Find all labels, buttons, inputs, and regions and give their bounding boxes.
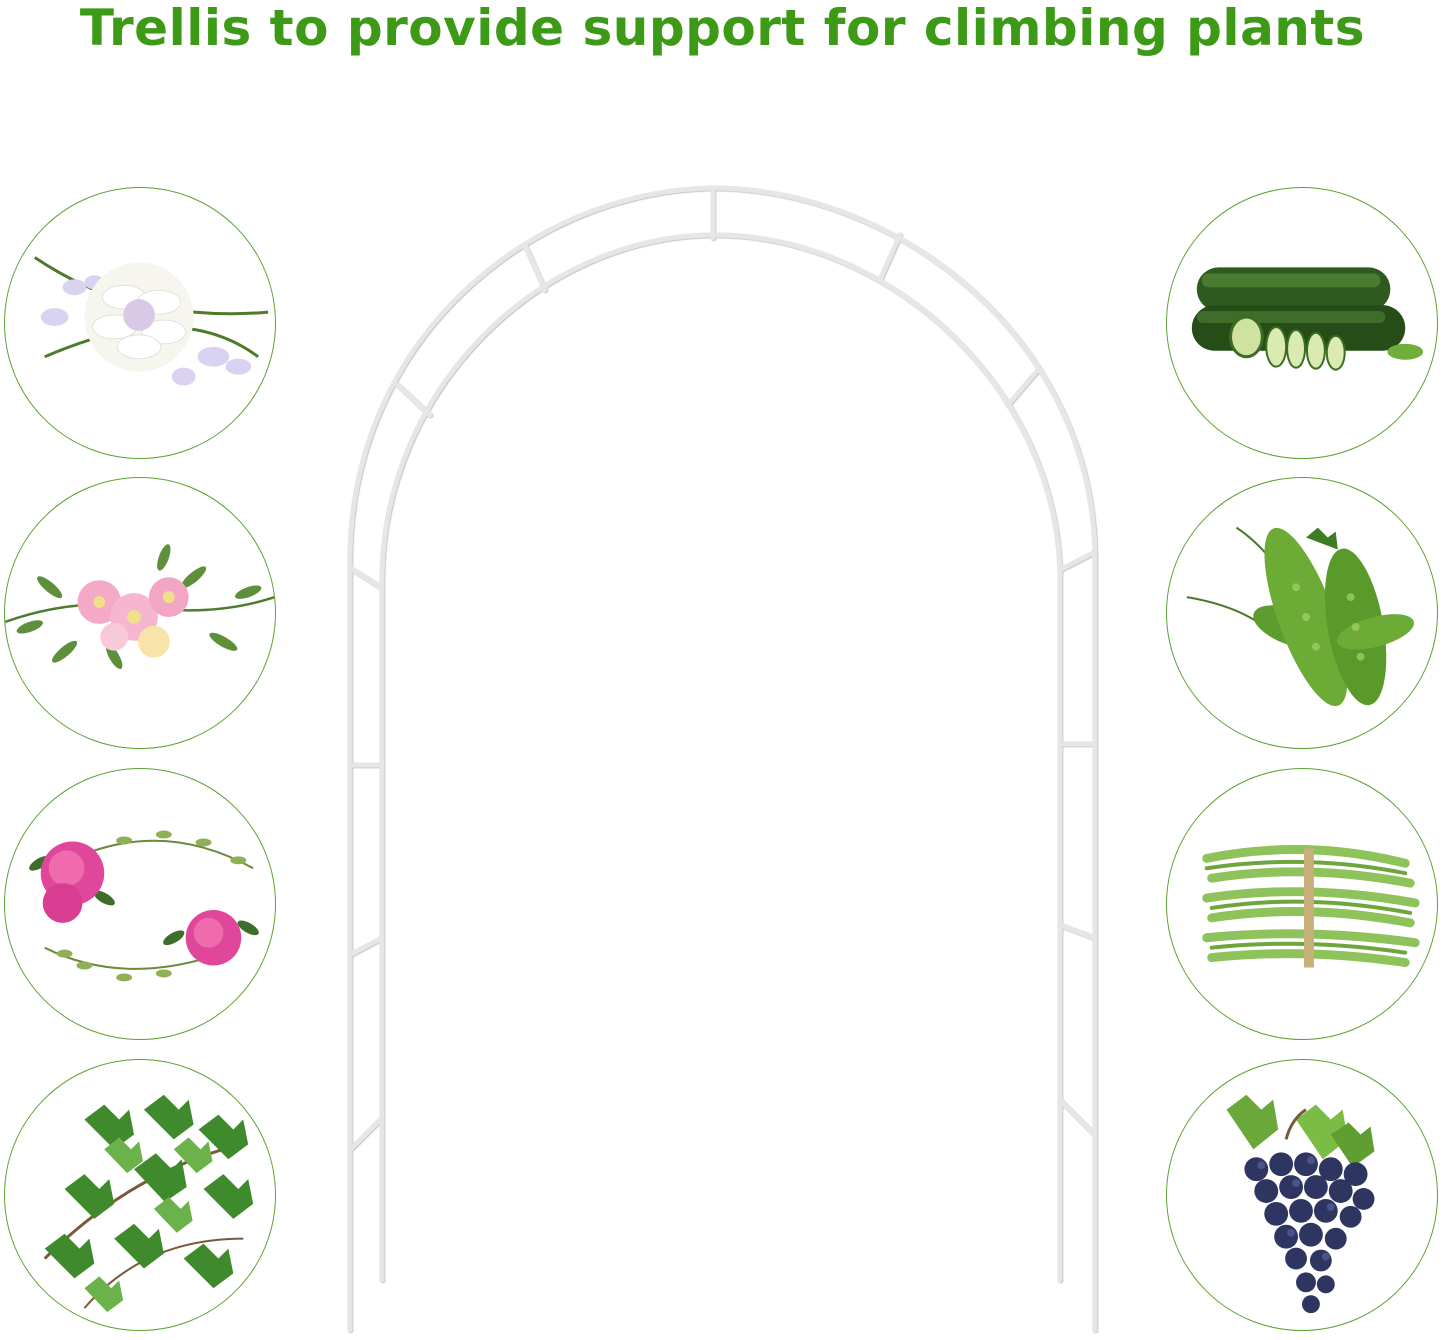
- freesia-dahlia-flowers-icon: [4, 187, 276, 459]
- pink-rose-garland-icon: [4, 477, 276, 749]
- grapes-icon: [1166, 1059, 1438, 1331]
- headline: Trellis to provide support for climbing …: [79, 0, 1366, 57]
- cucumber-icon: [1166, 187, 1438, 459]
- bitter-melon-icon: [1166, 477, 1438, 749]
- peony-vine-icon: [4, 768, 276, 1040]
- arch-trellis: [347, 185, 1098, 1333]
- ivy-leaves-icon: [4, 1059, 276, 1331]
- long-beans-icon: [1166, 768, 1438, 1040]
